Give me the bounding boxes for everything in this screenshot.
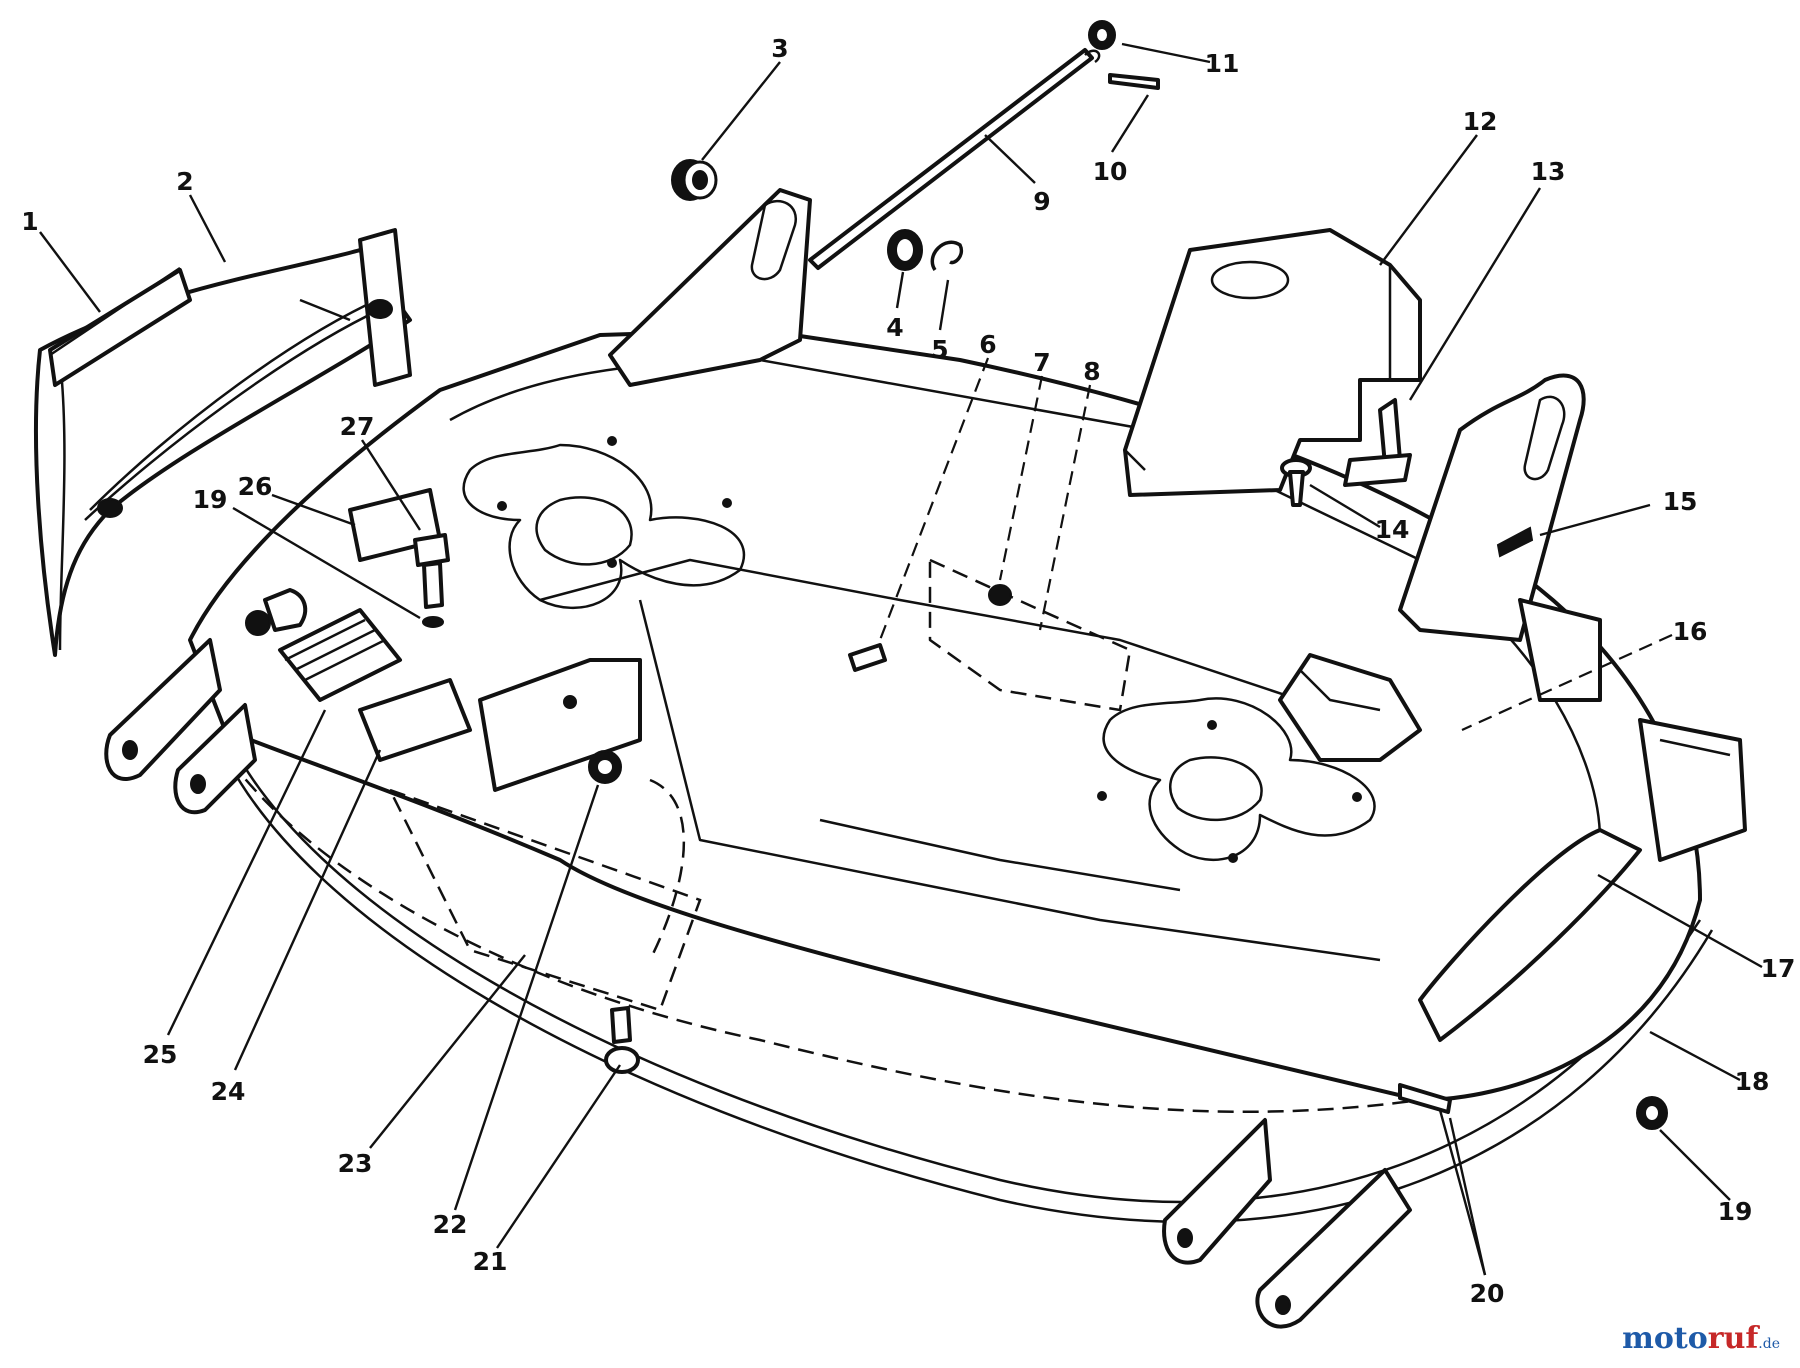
right-hanger-bracket bbox=[1398, 373, 1586, 642]
watermark-part-a: moto bbox=[1622, 1321, 1708, 1356]
callout-20: 20 bbox=[1470, 1279, 1505, 1308]
callout-3: 3 bbox=[771, 34, 788, 63]
rear-tube-left bbox=[1518, 598, 1602, 702]
callout-6: 6 bbox=[979, 330, 996, 359]
callout-labels: 1 2 3 4 5 6 7 8 9 10 11 12 13 14 15 16 1… bbox=[21, 34, 1795, 1308]
callout-8: 8 bbox=[1083, 357, 1100, 386]
washer-part-4 bbox=[887, 229, 923, 271]
callout-1: 1 bbox=[21, 207, 38, 236]
screw-part-14 bbox=[1280, 458, 1312, 507]
nut-part-19-right bbox=[1636, 1096, 1668, 1130]
callout-21: 21 bbox=[473, 1247, 508, 1276]
deck-housing bbox=[188, 328, 1714, 1224]
callout-24: 24 bbox=[211, 1077, 246, 1106]
bolt-part-20 bbox=[1398, 1083, 1452, 1114]
discharge-chute bbox=[33, 228, 412, 657]
belt-cover bbox=[1123, 228, 1422, 497]
callout-23: 23 bbox=[338, 1149, 373, 1178]
left-spindle-opening bbox=[462, 436, 746, 610]
rear-baffle bbox=[1418, 828, 1642, 1042]
callout-19-right: 19 bbox=[1718, 1197, 1753, 1226]
mount-bracket-13 bbox=[1343, 453, 1412, 487]
chute-decal bbox=[49, 266, 181, 357]
left-hitch-arms bbox=[104, 638, 257, 815]
callout-11: 11 bbox=[1205, 49, 1240, 78]
callout-2: 2 bbox=[176, 167, 193, 196]
leader-lines bbox=[39, 42, 1763, 1276]
callout-13: 13 bbox=[1531, 157, 1566, 186]
lift-rod-part-9 bbox=[808, 48, 1094, 270]
callout-17: 17 bbox=[1761, 954, 1796, 983]
callout-15: 15 bbox=[1663, 487, 1698, 516]
right-spindle-opening bbox=[1097, 697, 1376, 863]
callout-18: 18 bbox=[1735, 1067, 1770, 1096]
watermark-tld: .de bbox=[1758, 1336, 1780, 1352]
callout-9: 9 bbox=[1033, 187, 1050, 216]
bolt-part-6 bbox=[848, 643, 887, 672]
callout-25: 25 bbox=[143, 1040, 178, 1069]
callout-27: 27 bbox=[340, 412, 375, 441]
bolt-part-10 bbox=[1108, 73, 1160, 90]
front-hanger-plate bbox=[478, 658, 642, 792]
callout-26: 26 bbox=[238, 472, 273, 501]
idler-bracket bbox=[1278, 653, 1422, 762]
instruction-decal-24 bbox=[358, 678, 472, 762]
callout-19-left: 19 bbox=[193, 485, 228, 514]
callout-4: 4 bbox=[886, 313, 903, 342]
front-left-hanger bbox=[608, 188, 812, 387]
callout-12: 12 bbox=[1463, 107, 1498, 136]
nut-part-7 bbox=[988, 584, 1012, 606]
callout-7: 7 bbox=[1033, 348, 1050, 377]
nut-part-11 bbox=[1088, 20, 1116, 50]
hairpin-part-5 bbox=[930, 240, 963, 271]
callout-22: 22 bbox=[433, 1210, 468, 1239]
callout-5: 5 bbox=[931, 335, 948, 364]
bushing-part-3 bbox=[671, 159, 718, 201]
watermark-part-b: ruf bbox=[1707, 1321, 1759, 1356]
right-hitch-arms bbox=[1162, 1118, 1412, 1329]
nut-part-19-left bbox=[245, 610, 271, 636]
bolt-part-21 bbox=[604, 1006, 640, 1074]
watermark-logo: motoruf.de bbox=[1622, 1321, 1780, 1356]
callout-16: 16 bbox=[1673, 617, 1708, 646]
callout-14: 14 bbox=[1375, 515, 1410, 544]
rear-tube-right bbox=[1638, 718, 1747, 862]
bolt-part-27 bbox=[413, 533, 450, 628]
warning-decal-stripes bbox=[284, 618, 386, 682]
handle-part-25 bbox=[263, 588, 308, 632]
center-belt-guide bbox=[928, 558, 1132, 712]
callout-10: 10 bbox=[1093, 157, 1128, 186]
nut-part-22 bbox=[588, 750, 622, 784]
